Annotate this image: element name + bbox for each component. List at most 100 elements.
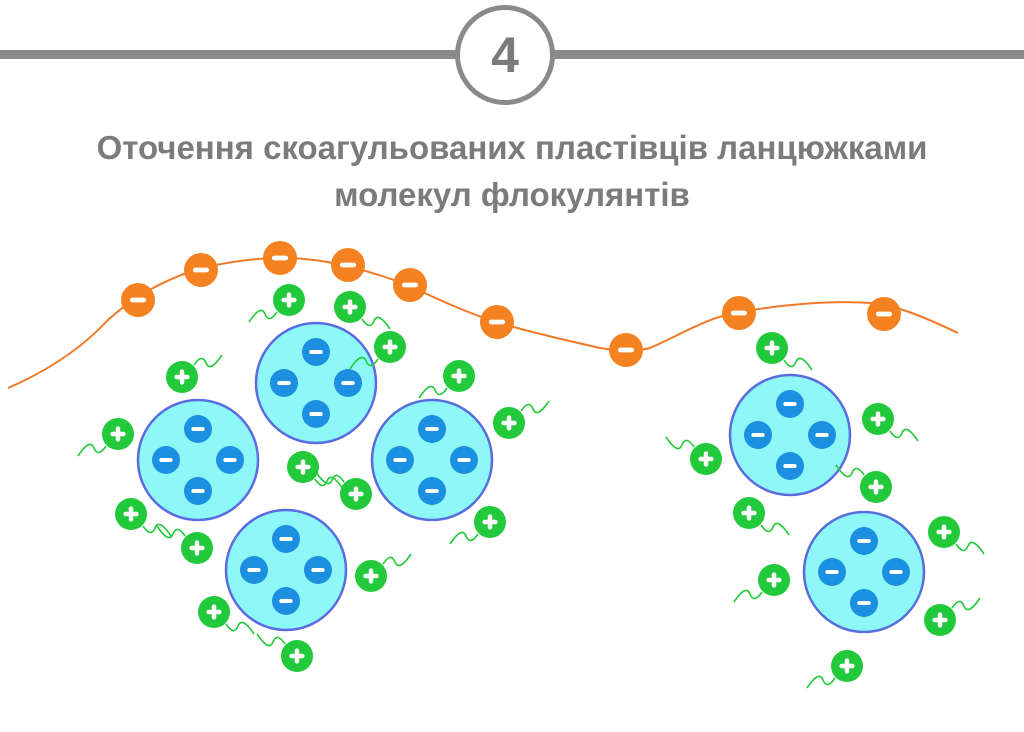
positive-charge: + [862, 403, 894, 435]
flocculant-tail [665, 436, 695, 450]
inner-negative-charge-bar [889, 570, 903, 574]
negative-charge: − [722, 296, 756, 330]
inner-negative-charge: − [334, 369, 362, 397]
inner-negative-charge-bar [825, 570, 839, 574]
positive-charge-bar-v [194, 540, 200, 556]
flocculant-tail [77, 443, 107, 457]
inner-negative-charge-bar [247, 568, 261, 572]
floc-particle: −−−− [802, 510, 926, 634]
positive-charge: + [181, 532, 213, 564]
title-line-2: молекул флокулянтів [334, 176, 690, 213]
positive-charge: + [102, 418, 134, 450]
inner-negative-charge-bar [425, 427, 439, 431]
positive-charge-bar-v [353, 486, 359, 502]
positive-charge: + [493, 407, 525, 439]
flocculant-tail [449, 531, 479, 545]
positive-charge-bar-v [487, 514, 493, 530]
inner-negative-charge-bar [309, 350, 323, 354]
inner-negative-charge: − [240, 556, 268, 584]
inner-negative-charge: − [744, 421, 772, 449]
positive-charge-bar-v [300, 459, 306, 475]
inner-negative-charge-bar [311, 568, 325, 572]
flocculant-tail [142, 523, 172, 537]
positive-charge: + [340, 478, 372, 510]
positive-charge: + [374, 331, 406, 363]
negative-charge: − [609, 333, 643, 367]
floc-particle-body [802, 510, 926, 634]
floc-particle: −−−− [728, 373, 852, 497]
inner-negative-charge: − [184, 415, 212, 443]
floc-particle-body [136, 398, 260, 522]
positive-charge: + [924, 604, 956, 636]
positive-charge: + [474, 506, 506, 538]
inner-negative-charge-bar [783, 402, 797, 406]
inner-negative-charge-bar [159, 458, 173, 462]
positive-charge: + [281, 640, 313, 672]
flocculant-tail [889, 428, 919, 442]
inner-negative-charge-bar [857, 539, 871, 543]
negative-charge-bar [617, 347, 635, 353]
inner-negative-charge: − [850, 527, 878, 555]
inner-negative-charge-bar [457, 458, 471, 462]
inner-negative-charge-bar [279, 537, 293, 541]
positive-charge: + [831, 650, 863, 682]
inner-negative-charge-bar [783, 464, 797, 468]
floc-particle-body [728, 373, 852, 497]
inner-negative-charge: − [302, 400, 330, 428]
inner-negative-charge-bar [341, 381, 355, 385]
inner-negative-charge: − [216, 446, 244, 474]
positive-charge-bar-v [746, 505, 752, 521]
flocculant-tail [760, 522, 790, 536]
inner-negative-charge: − [272, 587, 300, 615]
positive-charge: + [690, 443, 722, 475]
title-line-1: Оточення скоагульованих пластівців ланцю… [96, 129, 928, 166]
positive-charge-bar-v [844, 658, 850, 674]
positive-charge-bar-v [771, 572, 777, 588]
inner-negative-charge: − [776, 390, 804, 418]
negative-charge-bar [401, 282, 419, 288]
floc-particle: −−−− [224, 508, 348, 632]
negative-charge: − [393, 268, 427, 302]
flocculant-tail [314, 476, 344, 490]
floc-particle-body [254, 321, 378, 445]
inner-negative-charge-bar [191, 427, 205, 431]
positive-charge-bar-v [941, 524, 947, 540]
inner-negative-charge: − [776, 452, 804, 480]
negative-charge-bar [339, 262, 357, 268]
flocculant-tail [256, 633, 286, 647]
floc-particle: −−−− [254, 321, 378, 445]
positive-charge: + [355, 560, 387, 592]
positive-charge-bar-v [937, 612, 943, 628]
flocculant-tail [248, 309, 278, 323]
floc-particle: −−−− [136, 398, 260, 522]
positive-charge: + [756, 332, 788, 364]
inner-negative-charge-bar [751, 433, 765, 437]
flocculant-tail [783, 357, 813, 371]
negative-charge: − [121, 283, 155, 317]
step-number-badge: 4 [455, 5, 555, 105]
inner-negative-charge: − [184, 477, 212, 505]
flocculant-tail [806, 675, 836, 689]
inner-negative-charge: − [418, 477, 446, 505]
inner-negative-charge-bar [425, 489, 439, 493]
positive-charge: + [860, 471, 892, 503]
positive-charge-bar-v [179, 369, 185, 385]
inner-negative-charge: − [304, 556, 332, 584]
flocculant-tail [193, 354, 223, 368]
inner-negative-charge: − [152, 446, 180, 474]
positive-charge: + [198, 596, 230, 628]
inner-negative-charge-bar [857, 601, 871, 605]
inner-negative-charge: − [418, 415, 446, 443]
negative-charge-bar [730, 310, 748, 316]
inner-negative-charge-bar [815, 433, 829, 437]
positive-charge-bar-v [769, 340, 775, 356]
positive-charge-bar-v [286, 292, 292, 308]
negative-charge-bar [875, 311, 893, 317]
positive-charge: + [166, 361, 198, 393]
positive-charge: + [115, 498, 147, 530]
positive-charge: + [928, 516, 960, 548]
flocculant-tail [955, 541, 985, 555]
inner-negative-charge: − [808, 421, 836, 449]
page-title: Оточення скоагульованих пластівців ланцю… [0, 124, 1024, 218]
